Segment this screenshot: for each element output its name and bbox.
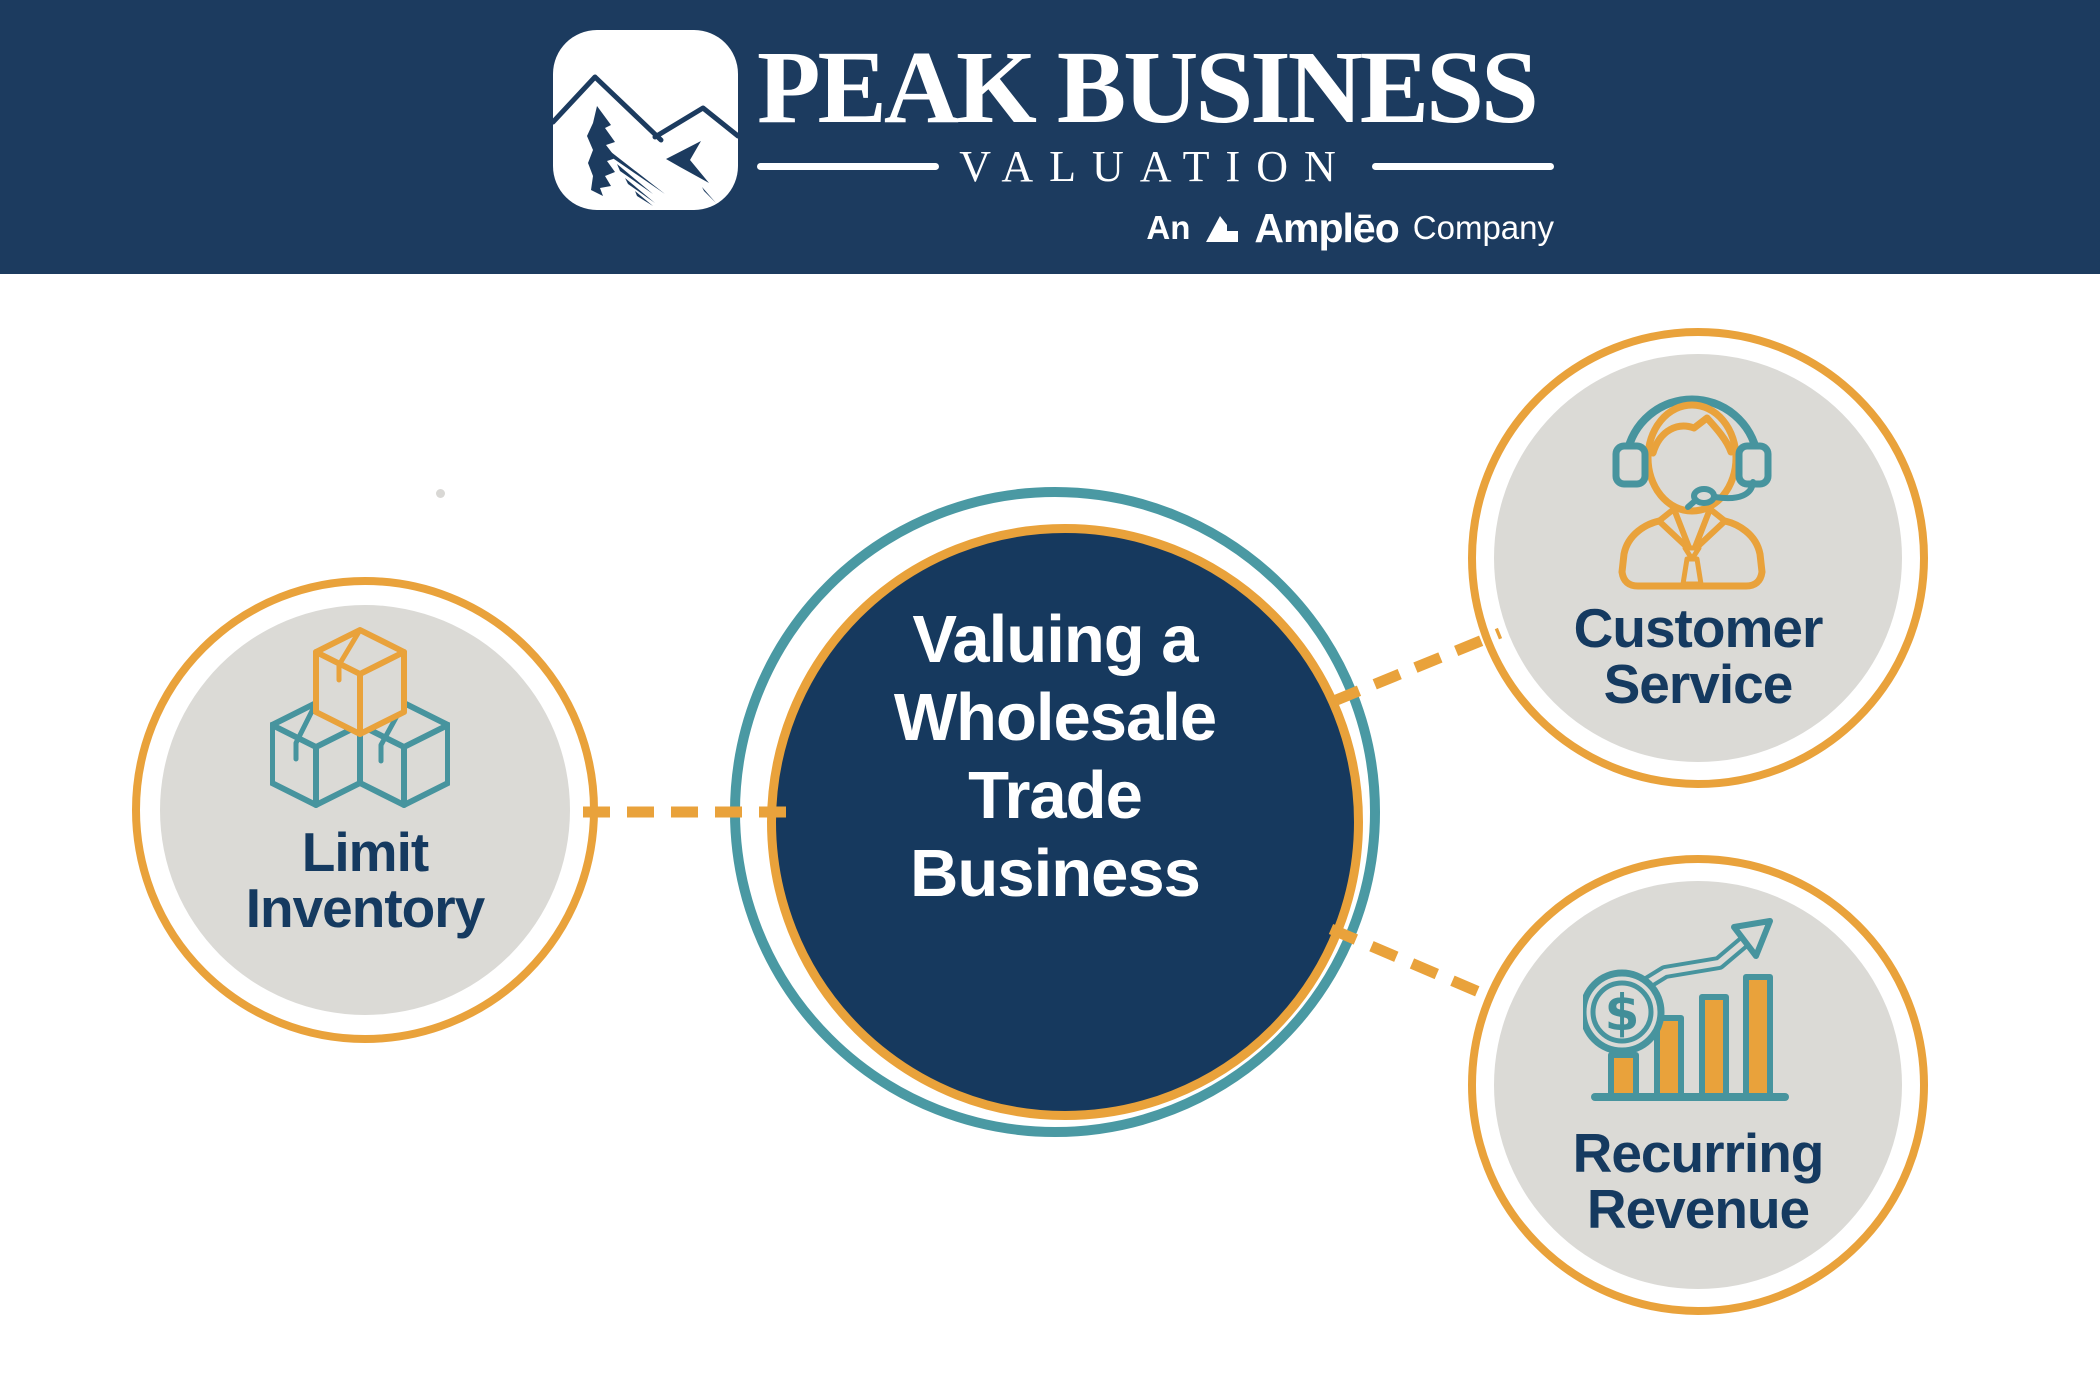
label-line: Service bbox=[1603, 653, 1794, 715]
label-line: Recurring bbox=[1572, 1122, 1825, 1184]
revenue-growth-chart-icon: $ bbox=[1583, 918, 1789, 1101]
subtitle-rule-right bbox=[1371, 162, 1555, 170]
header-banner: PEAK BUSINESS VALUATION An Amplēo Compan… bbox=[0, 0, 2100, 274]
byline-company: Amplēo bbox=[1254, 204, 1399, 251]
dollar-sign-glyph: $ bbox=[1605, 984, 1640, 1042]
node-recurring-revenue-fill bbox=[1494, 881, 1902, 1289]
center-title-line: Business bbox=[910, 836, 1201, 911]
label-line: Inventory bbox=[245, 877, 486, 939]
mountain-logo-icon bbox=[550, 74, 741, 206]
label-line: Revenue bbox=[1586, 1178, 1810, 1240]
brand-subtitle-row: VALUATION bbox=[757, 141, 1555, 191]
label-line: Customer bbox=[1573, 597, 1824, 659]
label-customer-service: Customer Service bbox=[1448, 600, 1948, 712]
byline-row: An Amplēo Company bbox=[757, 204, 1554, 252]
ampleo-logo-icon bbox=[1206, 216, 1239, 242]
connector-recurring-revenue bbox=[1328, 923, 1496, 1004]
byline-suffix: Company bbox=[1412, 209, 1554, 246]
node-recurring-revenue bbox=[1468, 855, 1928, 1315]
center-node bbox=[767, 524, 1363, 1120]
byline-prefix: An bbox=[1146, 209, 1191, 246]
headset-agent-icon bbox=[1612, 395, 1772, 590]
subtitle-rule-left bbox=[757, 162, 940, 170]
label-line: Limit bbox=[301, 821, 429, 883]
center-node-ring bbox=[730, 487, 1380, 1137]
brand-name: PEAK BUSINESS bbox=[757, 30, 1539, 145]
center-title-line: Wholesale bbox=[893, 680, 1217, 755]
stray-dot bbox=[436, 489, 445, 498]
center-title-line: Valuing a bbox=[912, 602, 1198, 677]
center-title: Valuing a Wholesale Trade Business bbox=[755, 601, 1355, 913]
peak-logo-box bbox=[550, 30, 741, 210]
stacked-boxes-icon bbox=[270, 627, 450, 808]
label-recurring-revenue: Recurring Revenue bbox=[1448, 1125, 1948, 1237]
brand-subtitle: VALUATION bbox=[959, 141, 1352, 191]
center-title-line: Trade bbox=[968, 758, 1143, 833]
label-limit-inventory: Limit Inventory bbox=[115, 824, 615, 936]
